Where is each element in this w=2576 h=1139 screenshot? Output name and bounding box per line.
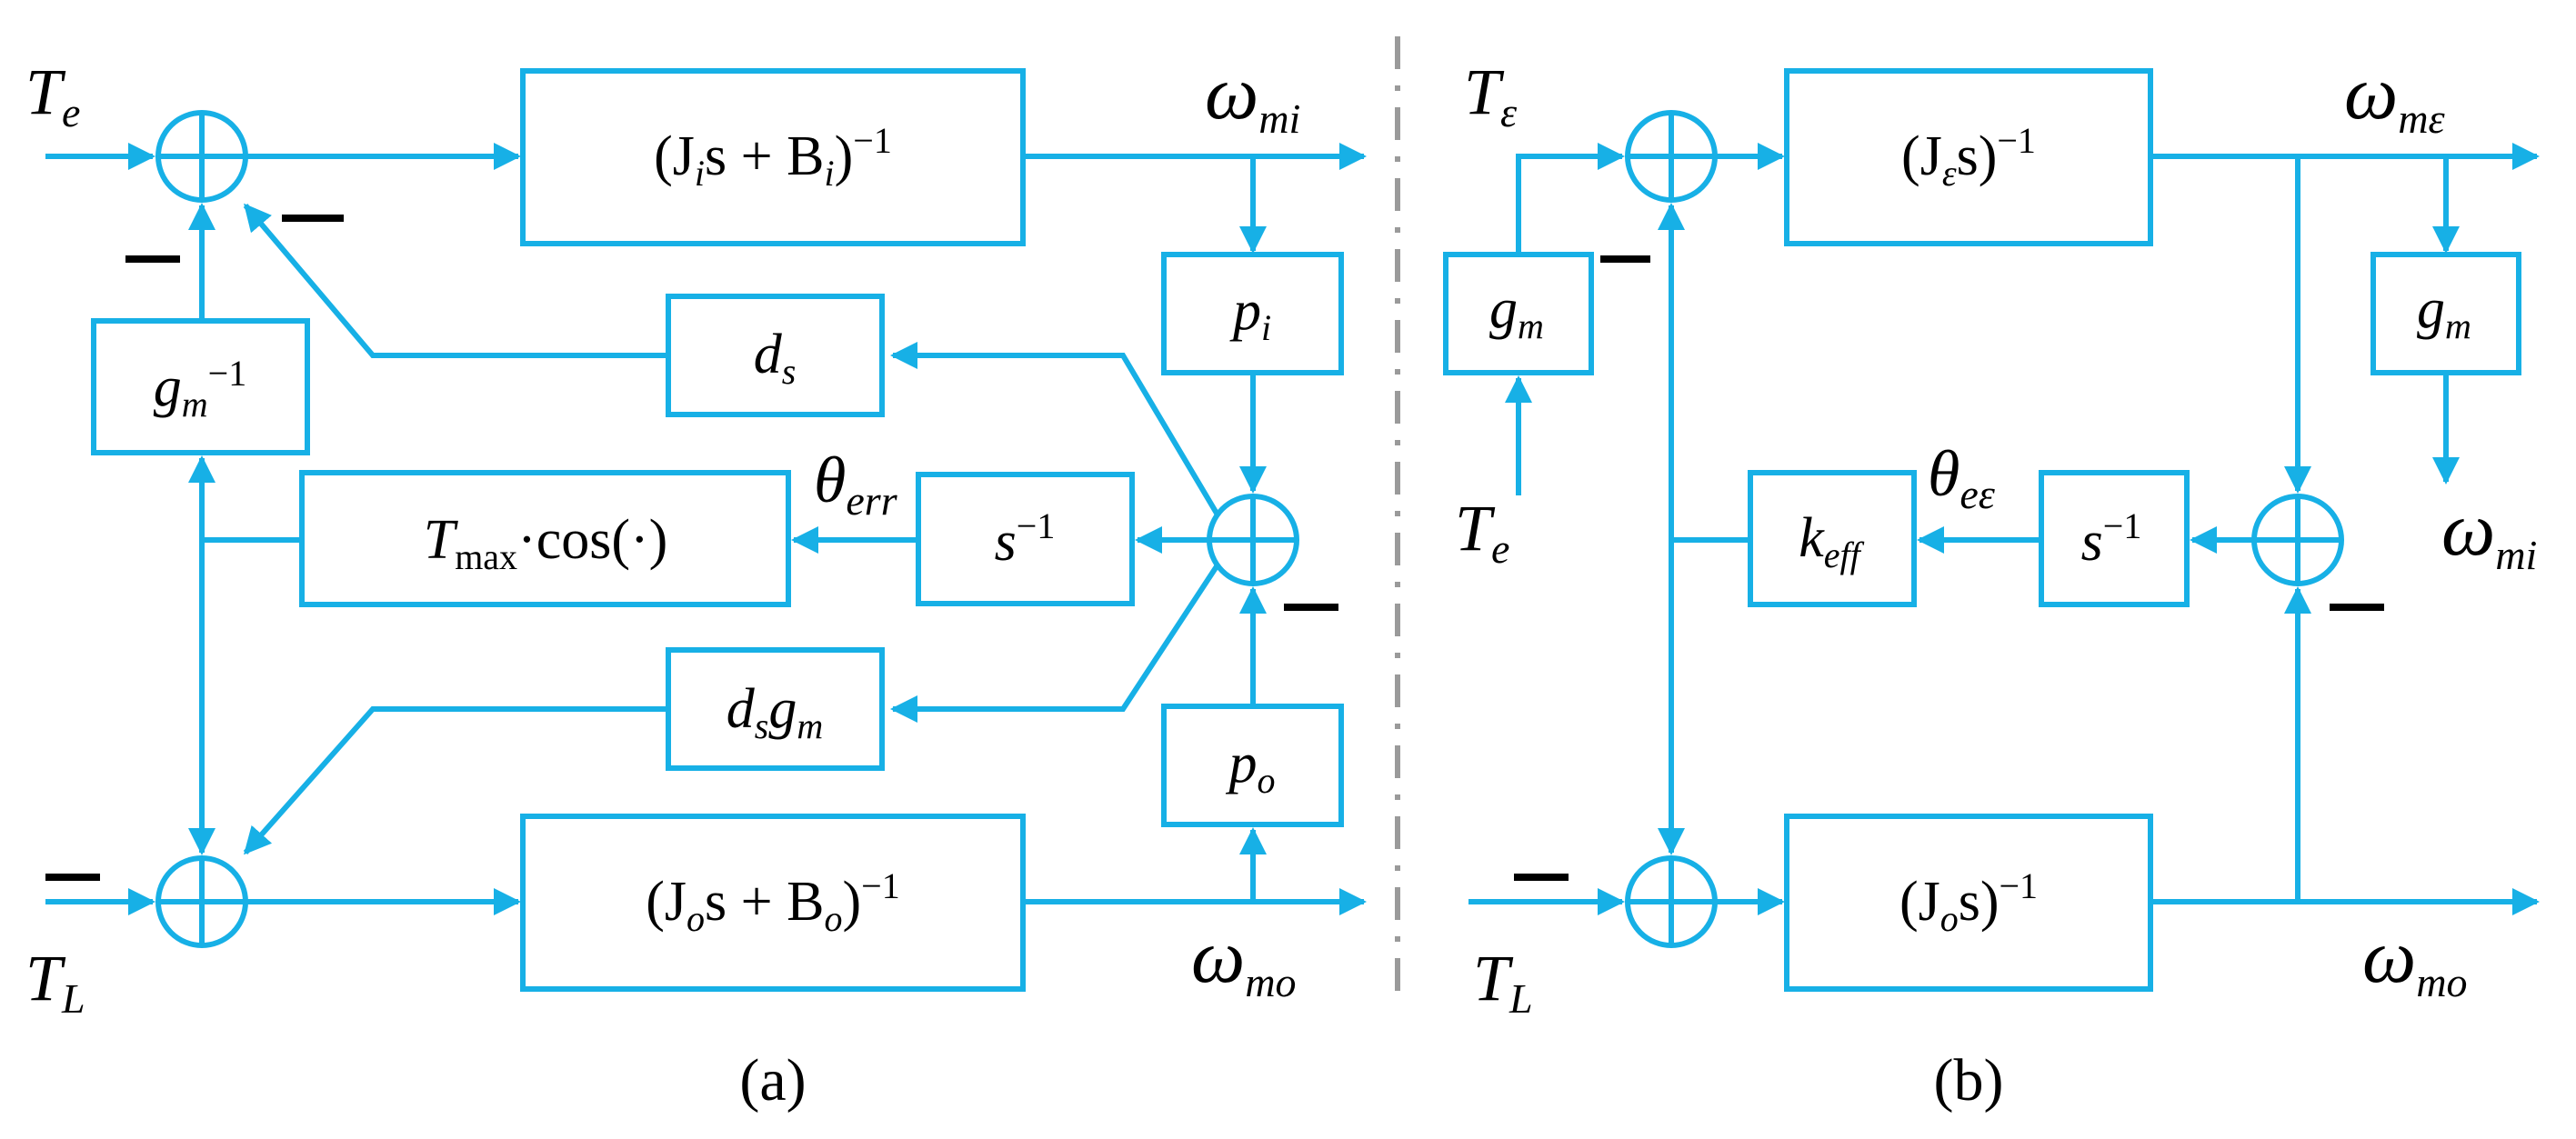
caption-b: (b) <box>1934 1047 2004 1114</box>
label-te: Te <box>25 55 80 135</box>
block-po-text: po <box>1226 733 1276 801</box>
sum-junction-bottom-left <box>155 855 248 948</box>
block-ds-text: ds <box>754 324 797 392</box>
sum-junction-top-b <box>1625 110 1718 203</box>
label-te-b: Te <box>1455 492 1509 572</box>
block-tmax-cos-text: Tmax·cos(·) <box>424 509 668 577</box>
label-omega-me: ωmε <box>2344 51 2446 142</box>
block-ds-gm-text: dsgm <box>727 678 823 746</box>
label-tl: TL <box>25 942 85 1022</box>
signal-lines-a <box>45 143 1367 915</box>
block-inertia-input-text: (Jis + Bi)−1 <box>654 120 892 194</box>
block-gm-inverse-text: gm−1 <box>154 353 246 425</box>
panel-b: Tε Te TL ωmε ωmi ωmo θeε (Jεs)−1 (Jos)−1… <box>1443 51 2540 1114</box>
block-inertia-output-text: (Jos + Bo)−1 <box>646 865 899 939</box>
label-te-eps: Tε <box>1464 55 1518 135</box>
block-inertia-eps-text: (Jεs)−1 <box>1901 120 2036 194</box>
sum-junction-right <box>1207 494 1299 586</box>
caption-a: (a) <box>739 1047 806 1114</box>
label-omega-mi-b: ωmi <box>2441 487 2537 578</box>
label-theta-ee: θeε <box>1928 437 1996 517</box>
block-integrator-text: s−1 <box>995 505 1056 573</box>
sum-junction-top-left <box>155 110 248 203</box>
label-omega-mi: ωmi <box>1205 51 1300 142</box>
block-inertia-output-b-text: (Jos)−1 <box>1899 865 2038 939</box>
label-tl-b: TL <box>1473 942 1533 1022</box>
block-gm-right-text: gm <box>2417 278 2471 346</box>
label-omega-mo: ωmo <box>1191 914 1297 1005</box>
panel-a: Te TL ωmi ωmo θerr (Jis + Bi)−1 (Jos + B… <box>25 51 1367 1114</box>
block-gm-left-text: gm <box>1489 278 1544 346</box>
label-omega-mo-b: ωmo <box>2362 914 2468 1005</box>
signal-lines-b <box>1468 143 2540 915</box>
sum-junction-bottom-b <box>1625 855 1718 948</box>
block-keff-text: keff <box>1799 507 1864 575</box>
sum-junction-right-b <box>2251 494 2344 586</box>
block-pi-text: pi <box>1229 280 1271 348</box>
block-integrator-b-text: s−1 <box>2081 505 2142 573</box>
label-theta-err: θerr <box>814 444 898 524</box>
